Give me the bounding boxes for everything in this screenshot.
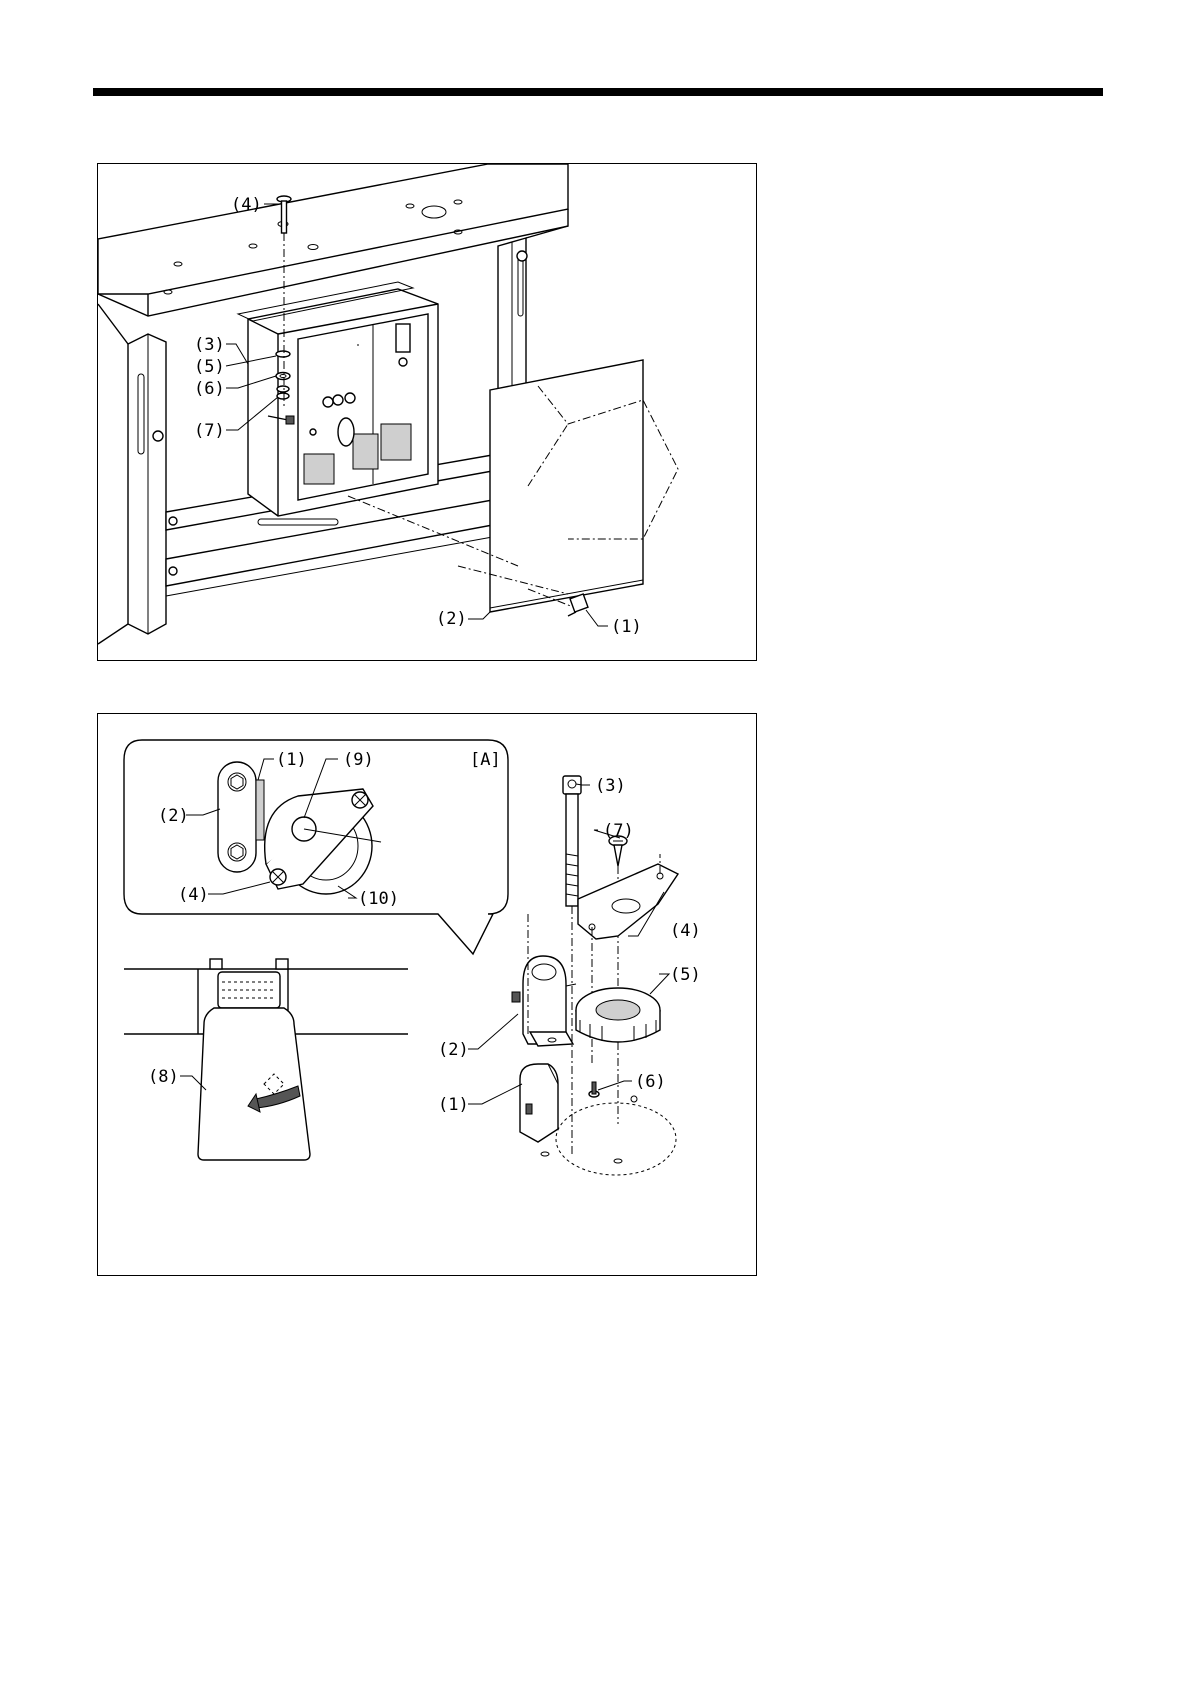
callout-4: (4) xyxy=(231,195,262,215)
callout-7: (7) xyxy=(603,821,634,841)
callout-6: (6) xyxy=(194,379,225,399)
callout-5: (5) xyxy=(194,357,225,377)
clamp-1 xyxy=(520,1064,558,1156)
callout-7: (7) xyxy=(194,421,225,441)
detail-callout-1: (1) xyxy=(276,750,307,770)
callout-5: (5) xyxy=(670,965,701,985)
callout-1: (1) xyxy=(611,617,642,637)
figure-control-box-installation: (4) (3) (5) (6) (7) (2) (1) xyxy=(97,163,757,661)
screw-6 xyxy=(556,1082,676,1175)
detail-callout-9: (9) xyxy=(343,750,374,770)
header-rule xyxy=(93,88,1103,96)
thread-stand-holder xyxy=(124,959,408,1160)
table-leg-left xyxy=(98,304,166,644)
bolt-3 xyxy=(563,776,581,1154)
callout-2: (2) xyxy=(436,609,467,629)
callout-3: (3) xyxy=(595,776,626,796)
clamp-2 xyxy=(512,914,576,1046)
detail-tag-a: [A] xyxy=(470,750,501,770)
detail-view-a xyxy=(124,740,508,954)
control-box-illustration: (4) (3) (5) (6) (7) (2) (1) xyxy=(98,164,758,662)
callout-4: (4) xyxy=(670,921,701,941)
figure-thread-stand-assembly: (1) (9) [A] (2) (4) (10) (3) (7) (4) (5)… xyxy=(97,713,757,1276)
detail-callout-10: (10) xyxy=(358,889,399,909)
control-box xyxy=(238,282,438,516)
callout-1: (1) xyxy=(438,1095,469,1115)
callout-8: (8) xyxy=(148,1067,179,1087)
spool-base-5 xyxy=(576,988,660,1042)
callout-6: (6) xyxy=(635,1072,666,1092)
thread-stand-illustration: (1) (9) [A] (2) (4) (10) (3) (7) (4) (5)… xyxy=(98,714,758,1277)
detail-callout-4: (4) xyxy=(178,885,209,905)
callout-3: (3) xyxy=(194,335,225,355)
detail-callout-2: (2) xyxy=(158,806,189,826)
callout-2: (2) xyxy=(438,1040,469,1060)
